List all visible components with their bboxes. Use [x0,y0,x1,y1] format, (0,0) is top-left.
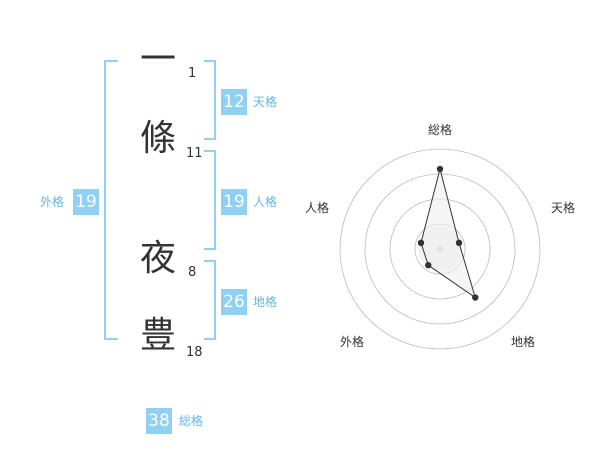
name-char-4: 豊 [140,315,177,356]
radar-axis-label-soukaku: 総格 [428,123,453,137]
stroke-count-2: 11 [186,146,203,161]
radar-point-5 [417,239,425,247]
radar-point-1 [436,165,444,173]
radar-axis-label-tenkaku: 天格 [551,201,576,215]
radar-axis-label-chikaku: 地格 [511,335,536,349]
radar-axis-label-gaikaku: 外格 [340,335,365,349]
jinkaku-badge: 19 [221,189,247,215]
chikaku-badge: 26 [221,289,247,315]
stroke-count-3: 8 [188,265,197,280]
radar-axis-label-jinkaku: 人格 [305,201,330,215]
jinkaku-label: 人格 [253,195,278,209]
tenkaku-badge: 12 [221,89,247,115]
tenkaku-label: 天格 [253,95,278,109]
radar-ring [339,148,541,350]
name-char-2: 條 [140,118,177,159]
chikaku-label: 地格 [253,295,278,309]
tenkaku-bracket [204,60,216,140]
gaikaku-bracket [104,60,118,340]
jinkaku-bracket [204,150,216,250]
gaikaku-badge: 19 [73,189,99,215]
radar-series-polygon [420,168,477,299]
soukaku-badge: 38 [146,408,172,434]
chikaku-bracket [204,260,216,340]
stroke-count-4: 18 [186,345,203,360]
soukaku-label: 総格 [179,414,204,428]
stroke-count-1: 1 [188,66,197,81]
gaikaku-label: 外格 [40,195,65,209]
radar-point-4 [425,261,432,269]
radar-point-2 [455,239,463,247]
radar-point-3 [472,294,479,301]
name-char-1: 一 [140,39,177,80]
name-char-3: 夜 [140,238,177,279]
